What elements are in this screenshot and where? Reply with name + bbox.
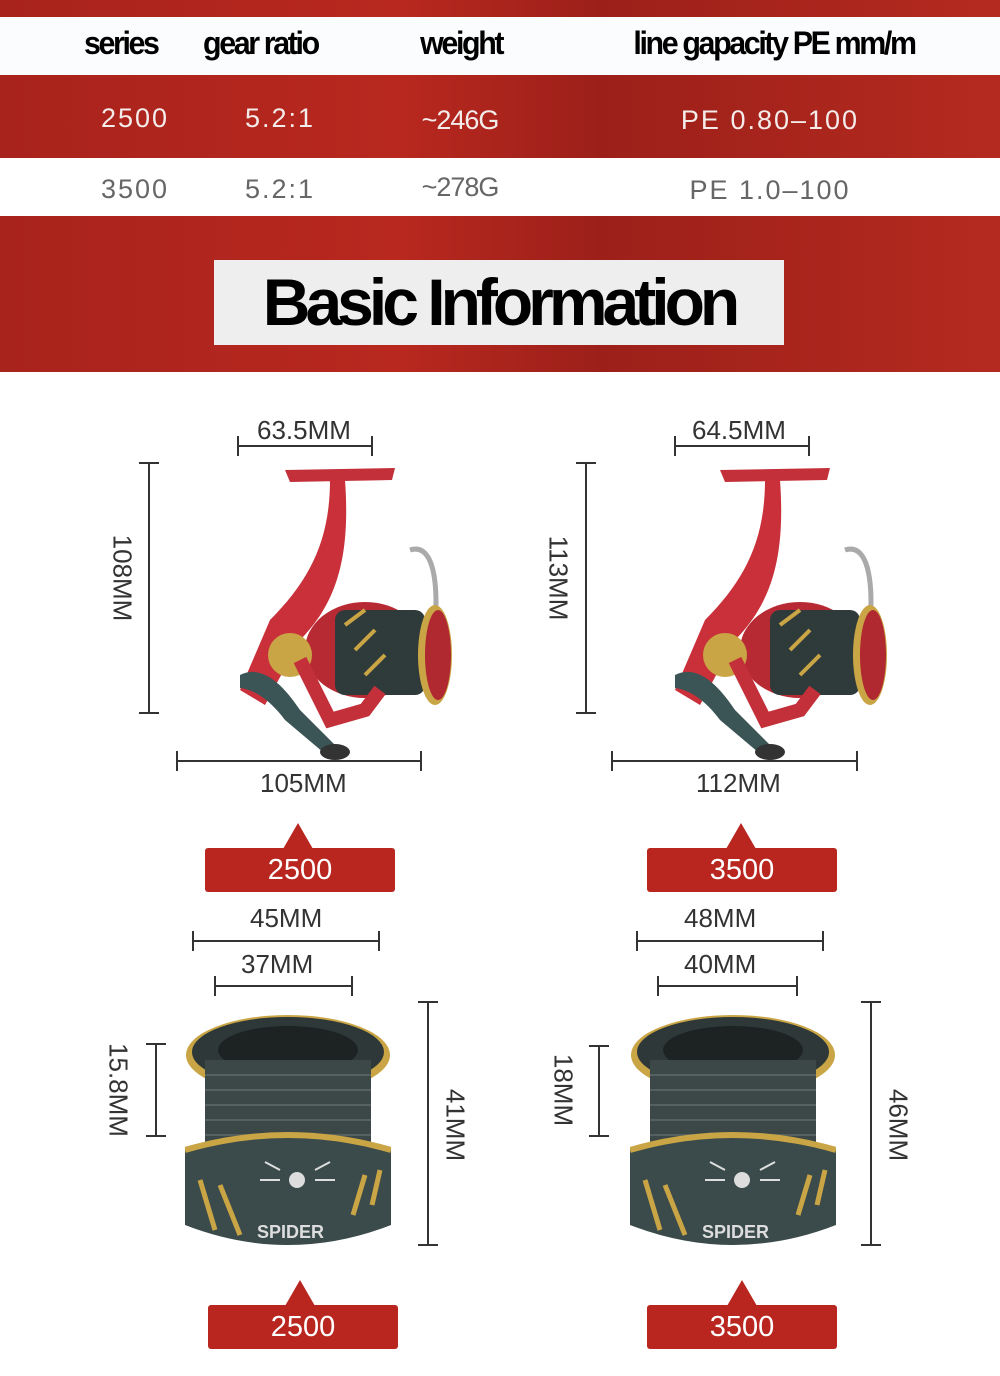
reel-image (615, 460, 915, 765)
length-dimension (611, 751, 858, 771)
height-label: 113MM (543, 535, 574, 621)
badge-pointer (726, 823, 756, 849)
handle-width-label: 64.5MM (692, 415, 786, 445)
outer-diameter-dimension (636, 931, 824, 951)
spool-height-dimension (861, 1001, 881, 1246)
header-line-capacity: line gapacity PE mm/m (633, 25, 917, 61)
height-dimension (139, 462, 159, 714)
model-badge: 3500 (647, 1305, 837, 1349)
banner: Basic Information (0, 216, 1000, 372)
spool-height-label: 41MM (440, 1088, 471, 1162)
handle-width-label: 63.5MM (257, 415, 351, 445)
banner-title: Basic Information (262, 265, 740, 339)
cell-weight: ~278G (421, 172, 500, 202)
badge-pointer (283, 823, 313, 849)
outer-diameter-label: 48MM (684, 903, 757, 933)
outer-diameter-label: 45MM (250, 903, 323, 933)
model-badge: 2500 (205, 848, 395, 892)
badge-pointer (285, 1280, 315, 1306)
length-label: 105MM (260, 768, 347, 798)
table-row: 3500 5.2:1 ~278G PE 1.0–100 (0, 158, 1000, 216)
height-label: 108MM (107, 534, 138, 622)
line-depth-label: 15.8MM (103, 1043, 134, 1137)
badge-pointer (727, 1280, 757, 1306)
header-weight: weight (420, 25, 504, 61)
reel-image (180, 460, 480, 765)
header-gear-ratio: gear ratio (203, 25, 320, 61)
inner-diameter-dimension (657, 976, 798, 996)
model-badge: 3500 (647, 848, 837, 892)
model-badge: 2500 (208, 1305, 398, 1349)
spool-logo: SPIDER (702, 1222, 769, 1242)
cell-gear-ratio: 5.2:1 (244, 174, 316, 204)
inner-diameter-label: 37MM (241, 949, 314, 979)
line-depth-label: 18MM (548, 1053, 579, 1127)
cell-line-capacity: PE 1.0–100 (689, 175, 851, 205)
table-header: series gear ratio weight line gapacity P… (0, 17, 1000, 75)
cell-weight: ~246G (421, 105, 500, 135)
cell-line-capacity: PE 0.80–100 (680, 105, 860, 135)
spool-logo: SPIDER (257, 1222, 324, 1242)
spool-image: SPIDER (630, 1010, 836, 1260)
outer-diameter-dimension (192, 931, 380, 951)
inner-diameter-label: 40MM (684, 949, 757, 979)
spool-image: SPIDER (185, 1010, 391, 1260)
handle-width-dimension (237, 436, 373, 456)
inner-diameter-dimension (214, 976, 353, 996)
line-depth-dimension (146, 1043, 166, 1137)
line-depth-dimension (589, 1045, 609, 1137)
header-series: series (83, 25, 160, 61)
cell-gear-ratio: 5.2:1 (244, 103, 316, 133)
length-label: 112MM (696, 768, 781, 798)
table-row: 2500 5.2:1 ~246G PE 0.80–100 (0, 75, 1000, 158)
cell-series: 3500 (100, 174, 170, 204)
handle-width-dimension (674, 436, 810, 456)
top-band (0, 0, 1000, 17)
spool-height-label: 46MM (883, 1088, 914, 1162)
banner-box: Basic Information (214, 260, 784, 345)
spool-height-dimension (418, 1001, 438, 1246)
cell-series: 2500 (100, 103, 170, 133)
height-dimension (576, 462, 596, 714)
length-dimension (176, 751, 422, 771)
